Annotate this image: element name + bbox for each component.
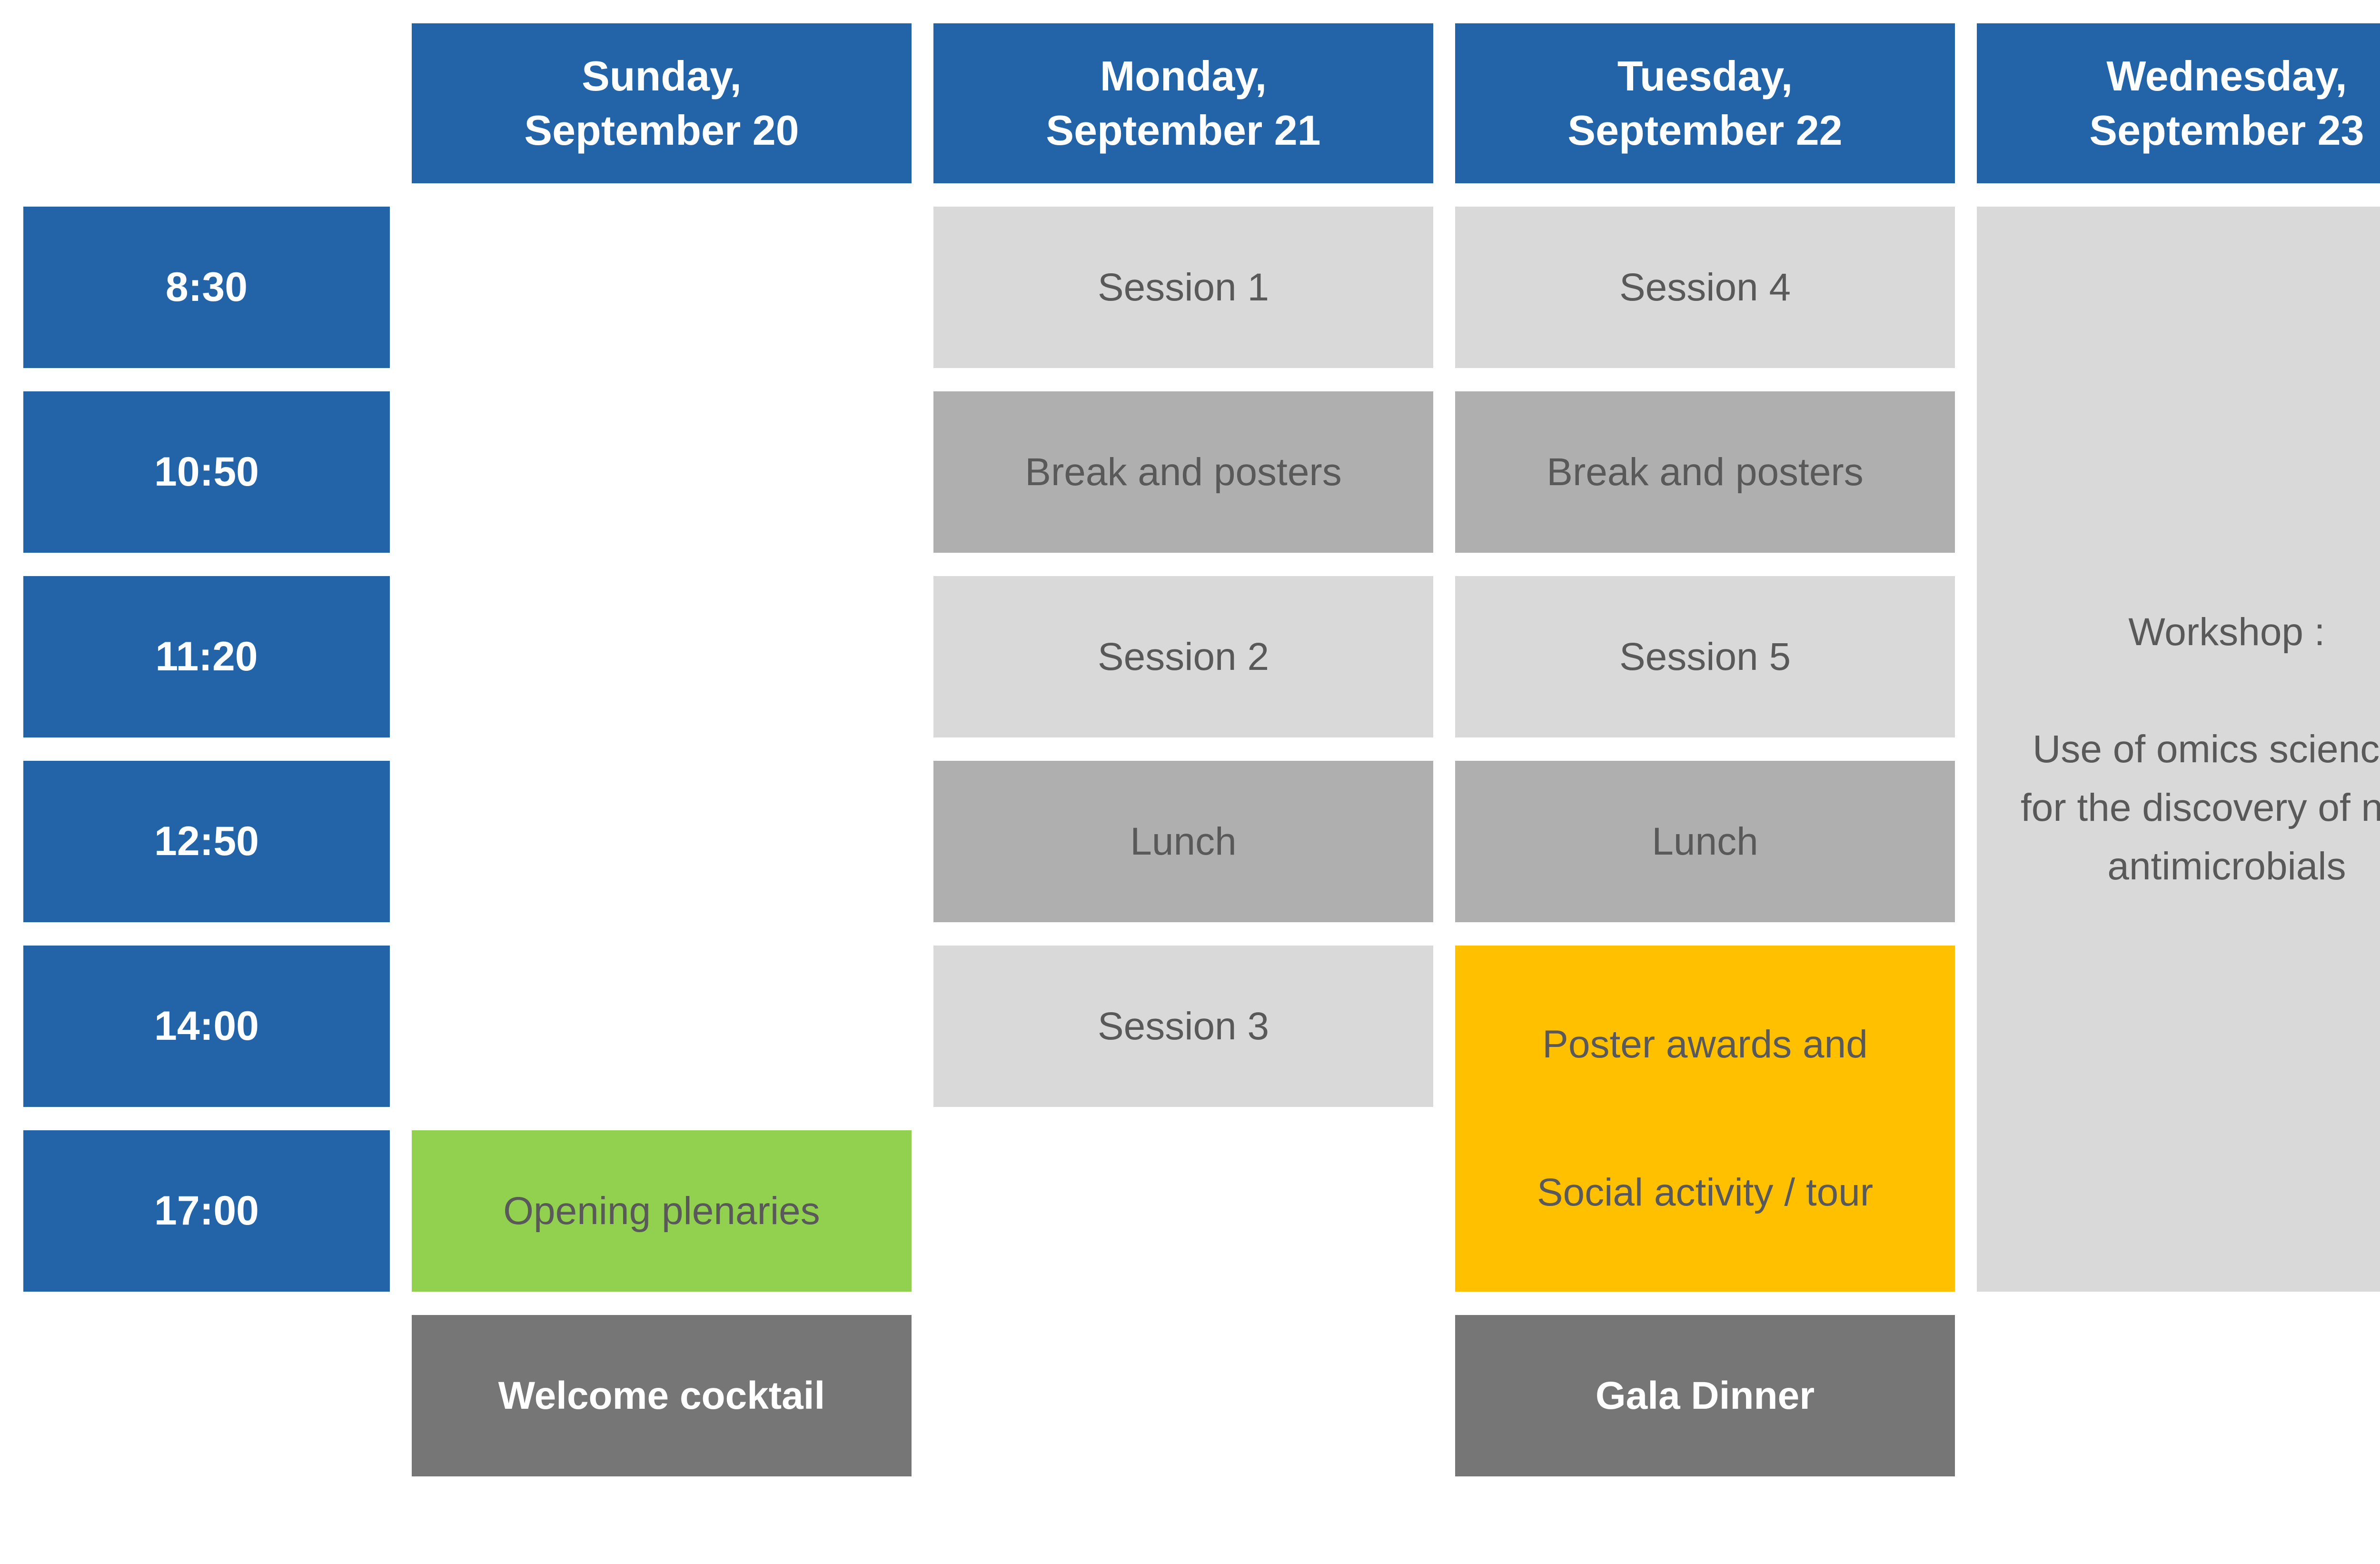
event-lunch-tuesday: Lunch — [1455, 761, 1955, 922]
event-session-4: Session 4 — [1455, 207, 1955, 368]
time-label-1050: 10:50 — [23, 391, 390, 553]
event-opening-plenaries: Opening plenaries — [412, 1130, 912, 1292]
time-label-1120: 11:20 — [23, 576, 390, 737]
day-header-tuesday: Tuesday, September 22 — [1455, 23, 1955, 183]
time-label-1400: 14:00 — [23, 946, 390, 1107]
event-workshop: Workshop : Use of omics sciences for the… — [1977, 207, 2380, 1292]
event-session-2: Session 2 — [933, 576, 1433, 737]
event-break-posters-tuesday: Break and posters — [1455, 391, 1955, 553]
day-header-wednesday: Wednesday, September 23 — [1977, 23, 2380, 183]
time-label-1700: 17:00 — [23, 1130, 390, 1292]
day-header-monday: Monday, September 21 — [933, 23, 1433, 183]
event-session-3: Session 3 — [933, 946, 1433, 1107]
event-poster-awards-social: Poster awards and Social activity / tour — [1455, 946, 1955, 1292]
event-lunch-monday: Lunch — [933, 761, 1433, 922]
event-welcome-cocktail: Welcome cocktail — [412, 1315, 912, 1476]
time-label-1250: 12:50 — [23, 761, 390, 922]
time-label-0830: 8:30 — [23, 207, 390, 368]
event-gala-dinner: Gala Dinner — [1455, 1315, 1955, 1476]
day-header-sunday: Sunday, September 20 — [412, 23, 912, 183]
event-break-posters-monday: Break and posters — [933, 391, 1433, 553]
event-session-1: Session 1 — [933, 207, 1433, 368]
event-session-5: Session 5 — [1455, 576, 1955, 737]
